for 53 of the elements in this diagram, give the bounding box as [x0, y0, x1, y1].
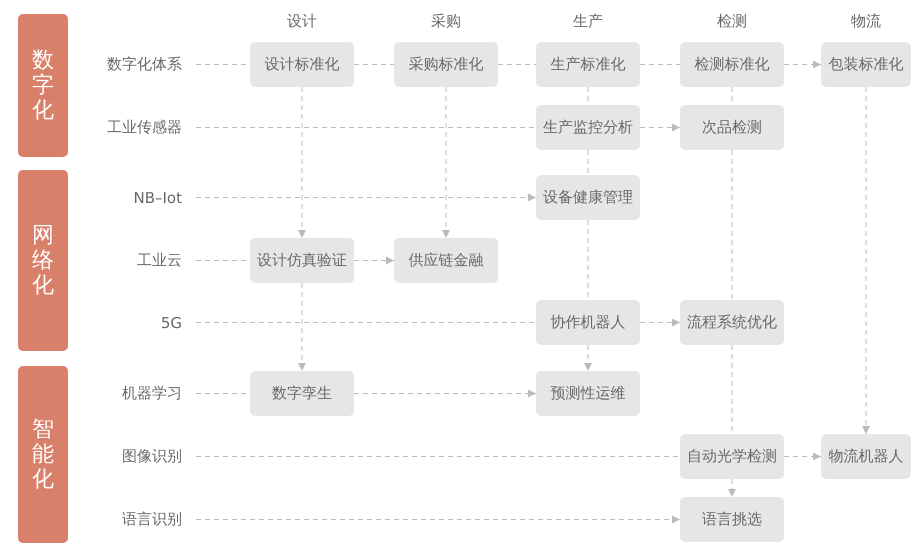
dashed-arrow	[640, 124, 680, 132]
column-header: 设计	[287, 12, 317, 31]
dashed-arrow	[354, 256, 394, 264]
row-label: 数字化体系	[107, 42, 182, 87]
process-box: 生产标准化	[536, 42, 640, 87]
row-label: NB–Iot	[134, 175, 182, 220]
row-label: 工业传感器	[107, 105, 182, 150]
process-box: 流程系统优化	[680, 300, 784, 345]
column-header: 生产	[573, 12, 603, 31]
dashed-arrow	[862, 86, 870, 434]
dashed-arrow	[354, 390, 536, 398]
row-label: 机器学习	[122, 371, 182, 416]
process-box: 供应链金融	[394, 238, 498, 283]
dashed-arrow	[640, 318, 680, 326]
process-box: 设备健康管理	[536, 175, 640, 220]
dashed-connector	[196, 322, 536, 323]
dashed-arrow	[196, 516, 680, 524]
process-box: 生产监控分析	[536, 105, 640, 150]
dashed-arrow	[728, 478, 736, 498]
process-box: 次品检测	[680, 105, 784, 150]
dashed-arrow	[584, 344, 592, 372]
dashed-arrow	[298, 282, 306, 372]
category-band: 智能化	[18, 366, 68, 543]
row-label: 5G	[160, 300, 182, 345]
process-box: 预测性运维	[536, 371, 640, 416]
category-band: 网络化	[18, 170, 68, 351]
dashed-arrow	[784, 60, 822, 68]
dashed-arrow	[196, 194, 536, 202]
process-box: 包装标准化	[821, 42, 911, 87]
process-box: 数字孪生	[250, 371, 354, 416]
process-box: 设计标准化	[250, 42, 354, 87]
process-box: 检测标准化	[680, 42, 784, 87]
dashed-arrow	[784, 452, 822, 460]
category-band: 数字化	[18, 14, 68, 157]
row-label: 图像识别	[122, 434, 182, 479]
row-label: 工业云	[137, 238, 182, 283]
process-box: 物流机器人	[821, 434, 911, 479]
column-header: 检测	[717, 12, 747, 31]
column-header: 物流	[851, 12, 881, 31]
column-header: 采购	[431, 12, 461, 31]
dashed-connector	[498, 64, 536, 65]
dashed-arrow	[442, 86, 450, 238]
row-label: 语言识别	[122, 497, 182, 542]
process-box: 采购标准化	[394, 42, 498, 87]
dashed-connector	[196, 127, 536, 128]
dashed-connector	[196, 456, 680, 457]
dashed-connector	[640, 64, 680, 65]
process-box: 设计仿真验证	[250, 238, 354, 283]
dashed-arrow	[298, 86, 306, 238]
process-box: 协作机器人	[536, 300, 640, 345]
process-box: 语言挑选	[680, 497, 784, 542]
process-box: 自动光学检测	[680, 434, 784, 479]
dashed-connector	[354, 64, 394, 65]
